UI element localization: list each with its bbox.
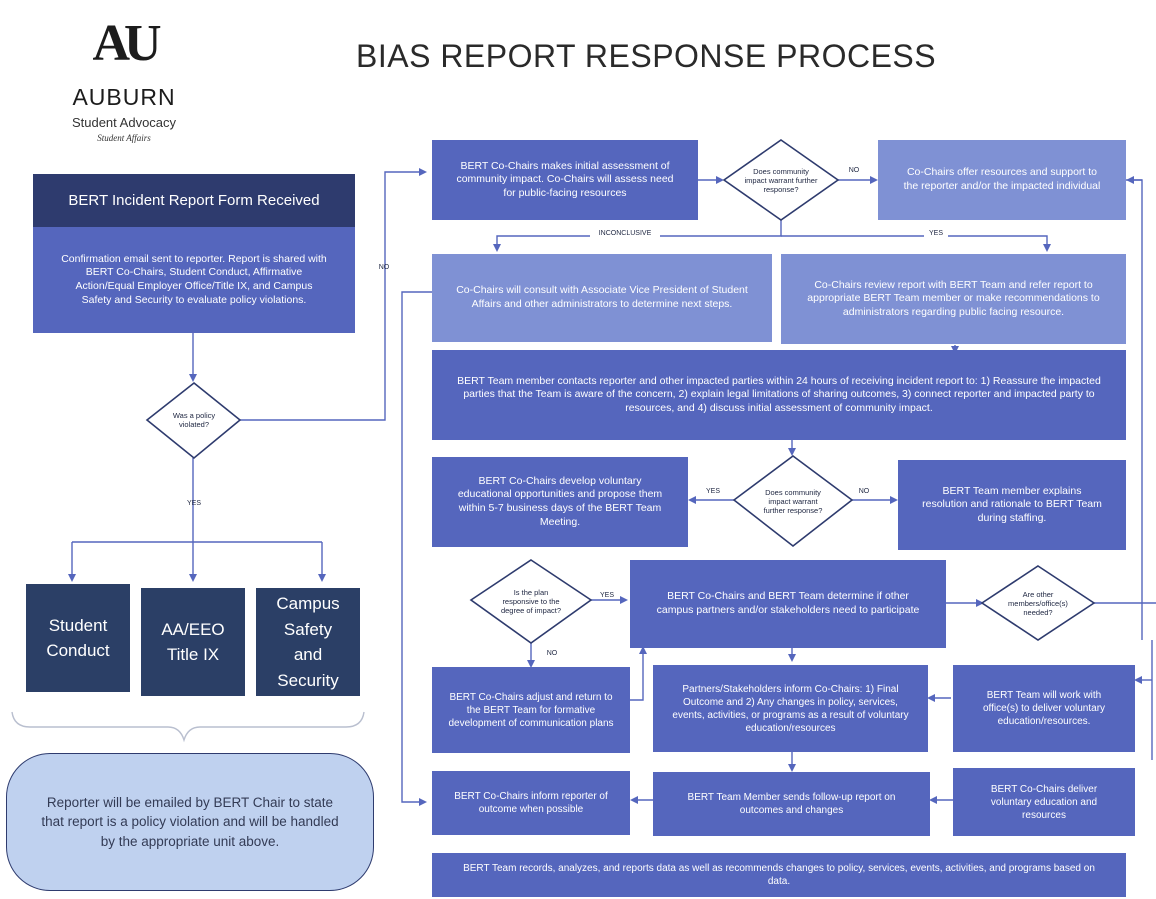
other-members-question-text: Are other members/office(s) needed? [1008, 589, 1068, 617]
develop-opportunities-box: BERT Co-Chairs develop voluntary educati… [432, 457, 688, 547]
decision-community-impact-1 [722, 139, 840, 221]
unit-student-conduct: Student Conduct [26, 584, 130, 692]
org-unit: Student Advocacy [71, 115, 177, 130]
confirmation-box: Confirmation email sent to reporter. Rep… [33, 227, 355, 333]
consult-avp-box: Co-Chairs will consult with Associate Vi… [432, 254, 772, 342]
explain-resolution-box: BERT Team member explains resolution and… [898, 460, 1126, 550]
policy-yes-label: YES [186, 500, 201, 507]
community-question-1-text: Does community impact warrant further re… [744, 166, 818, 194]
initial-assessment-box: BERT Co-Chairs makes initial assessment … [432, 140, 698, 220]
decision-plan-responsive [469, 559, 593, 644]
review-report-box: Co-Chairs review report with BERT Team a… [781, 254, 1126, 344]
auburn-logo: AU AUBURN Student Advocacy Student Affai… [54, 14, 204, 149]
partners-inform-box: Partners/Stakeholders inform Co-Chairs: … [653, 665, 928, 752]
plan-yes-label: YES [599, 592, 614, 599]
page-title: BIAS REPORT RESPONSE PROCESS [356, 38, 937, 74]
adjust-return-box: BERT Co-Chairs adjust and return to the … [432, 667, 630, 753]
policy-no-label: NO [378, 264, 390, 271]
reporter-note: Reporter will be emailed by BERT Chair t… [6, 753, 374, 891]
policy-question-text: Was a policy violated? [172, 411, 216, 429]
work-with-offices-box: BERT Team will work with office(s) to de… [953, 665, 1135, 752]
unit-campus-safety: Campus Safety and Security [256, 588, 360, 696]
contact-reporter-box: BERT Team member contacts reporter and o… [432, 350, 1126, 440]
community-2-yes-label: YES [705, 488, 720, 495]
records-data-box: BERT Team records, analyzes, and reports… [432, 853, 1126, 897]
inconclusive-label: INCONCLUSIVE [590, 230, 660, 237]
decision-policy-violated [145, 381, 242, 460]
community-1-no-label: NO [848, 167, 860, 174]
decision-other-members [980, 565, 1096, 641]
community-1-yes-label: YES [924, 230, 948, 237]
plan-no-label: NO [546, 650, 558, 657]
plan-question-text: Is the plan responsive to the degree of … [500, 587, 562, 615]
deliver-education-box: BERT Co-Chairs deliver voluntary educati… [953, 768, 1135, 836]
org-sub: Student Affairs [97, 133, 151, 143]
decision-community-impact-2 [732, 455, 854, 548]
community-question-2-text: Does community impact warrant further re… [763, 487, 823, 515]
org-name: AUBURN [72, 84, 176, 110]
inform-reporter-box: BERT Co-Chairs inform reporter of outcom… [432, 771, 630, 835]
logo-mark: AU [92, 15, 161, 72]
form-received-box: BERT Incident Report Form Received [33, 174, 355, 227]
units-bracket [11, 711, 365, 743]
send-followup-box: BERT Team Member sends follow-up report … [653, 772, 930, 836]
community-2-no-label: NO [858, 488, 870, 495]
determine-partners-box: BERT Co-Chairs and BERT Team determine i… [630, 560, 946, 648]
offer-resources-box: Co-Chairs offer resources and support to… [878, 140, 1126, 220]
unit-aa-eeo: AA/EEO Title IX [141, 588, 245, 696]
